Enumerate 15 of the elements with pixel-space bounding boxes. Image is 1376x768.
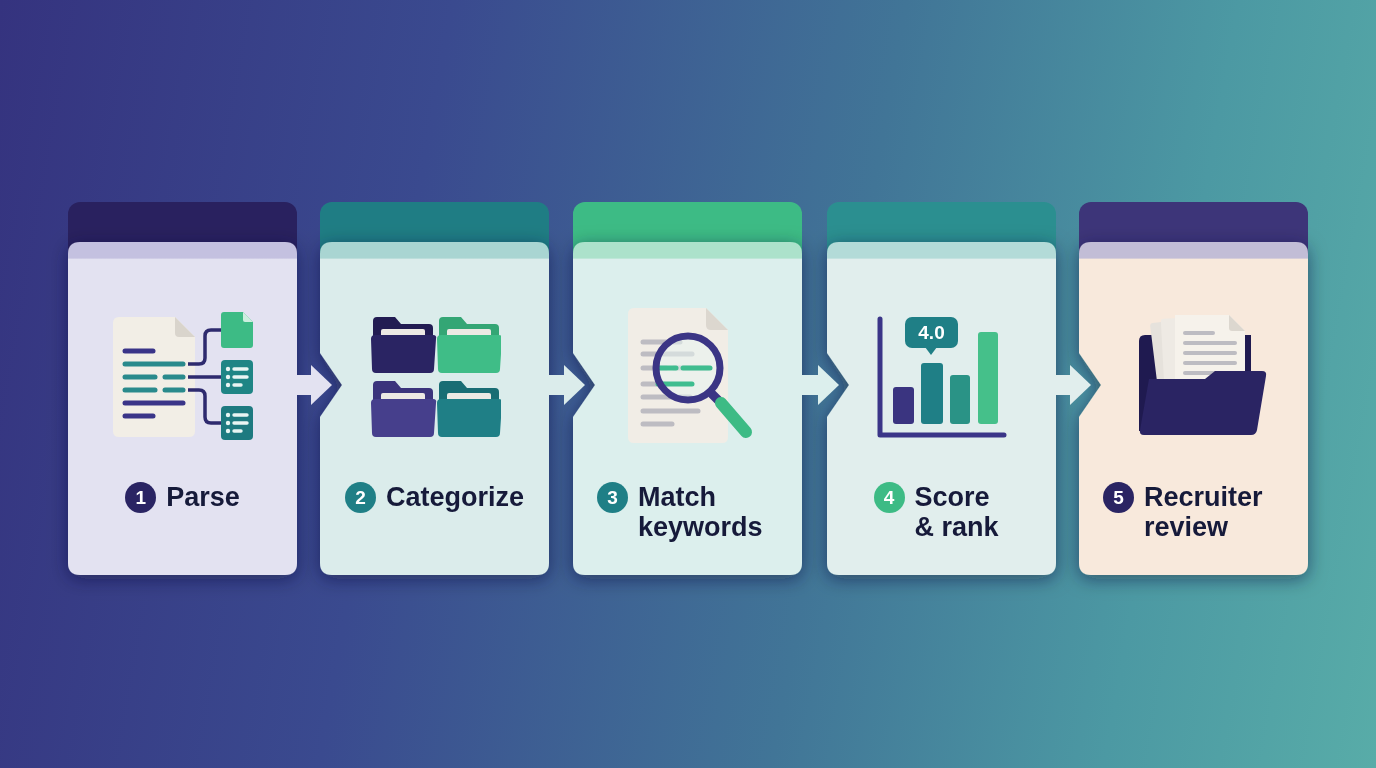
step-card bbox=[320, 202, 549, 575]
step-label: Categorize bbox=[385, 482, 524, 512]
step-label: Recruiter review bbox=[1144, 482, 1264, 542]
arrow bbox=[800, 365, 839, 405]
arrow bbox=[547, 365, 585, 405]
step-label: Match keywords bbox=[638, 482, 764, 542]
step-label: Score & rank bbox=[914, 482, 1000, 542]
step-label: Parse bbox=[166, 482, 240, 512]
score-tooltip: 4.0 bbox=[905, 317, 958, 348]
step-card bbox=[827, 202, 1056, 575]
step-card bbox=[573, 202, 802, 575]
arrow bbox=[295, 365, 332, 405]
step-card bbox=[68, 202, 297, 575]
step-card bbox=[1079, 202, 1308, 575]
arrow bbox=[1054, 365, 1091, 405]
